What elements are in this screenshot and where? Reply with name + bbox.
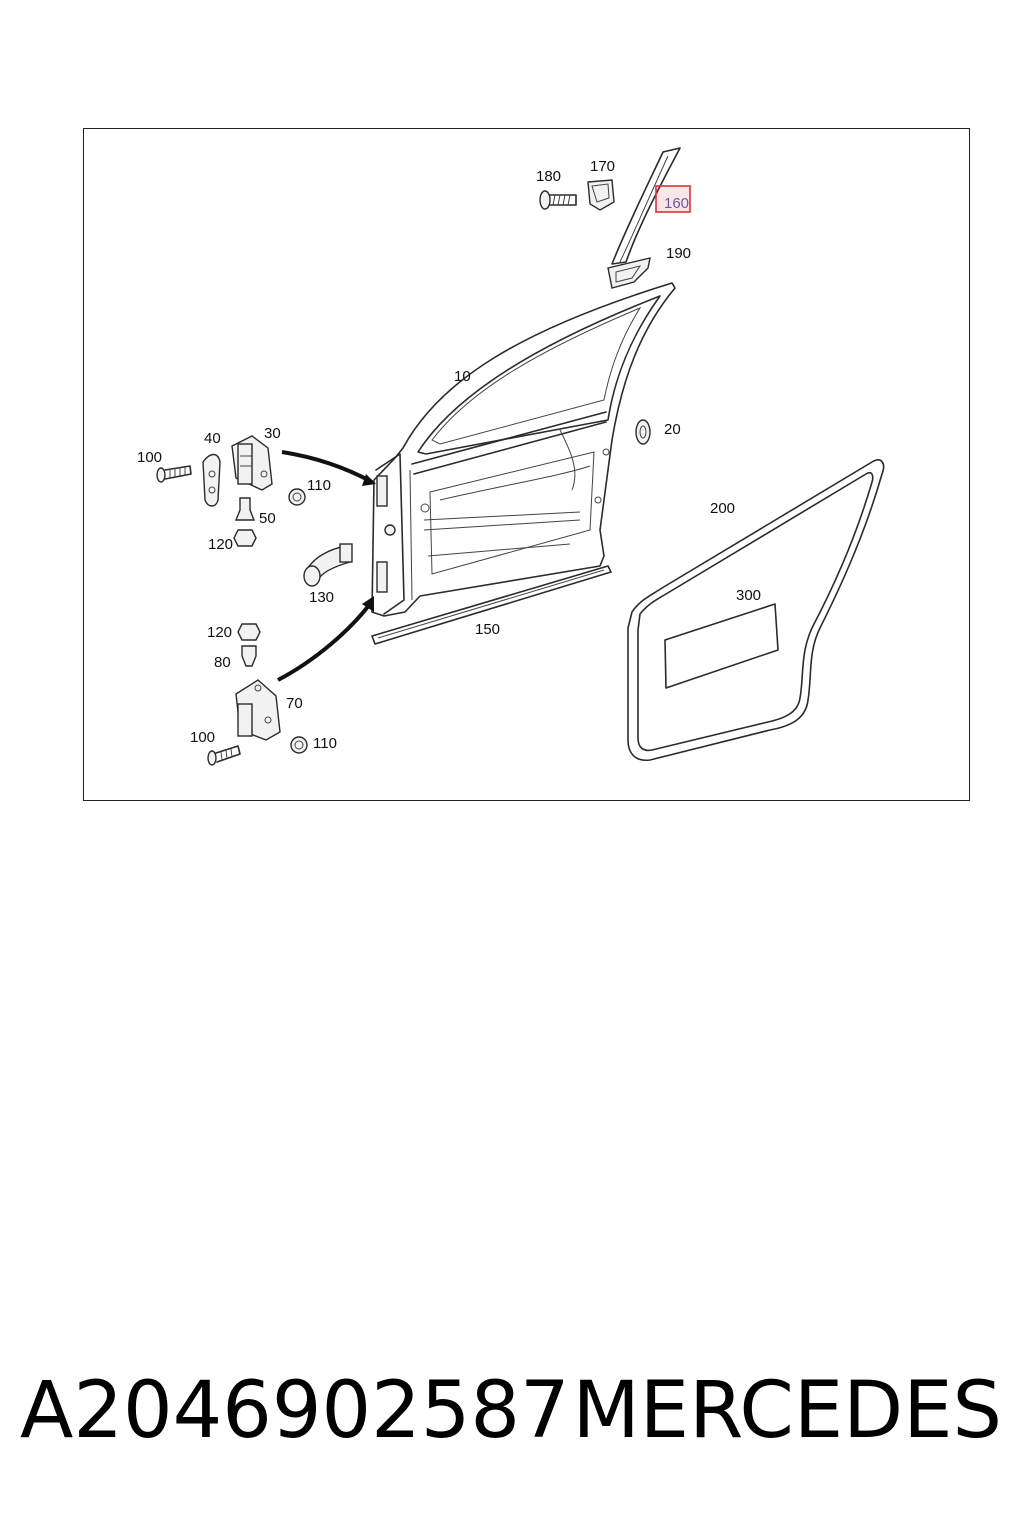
clip-170 bbox=[587, 179, 615, 211]
end-cap-190 bbox=[607, 257, 651, 289]
callout-70: 70 bbox=[286, 695, 303, 712]
arrow-lower bbox=[277, 602, 372, 682]
check-strap-130 bbox=[303, 543, 353, 587]
brand-name: MERCEDES bbox=[572, 1366, 1003, 1456]
callout-120-lower: 120 bbox=[207, 624, 232, 641]
screw-180 bbox=[539, 190, 577, 210]
callout-200: 200 bbox=[710, 500, 735, 517]
sill-strip-150 bbox=[371, 565, 612, 645]
nut-110-upper bbox=[288, 488, 306, 506]
door-shell-10 bbox=[371, 282, 676, 617]
foil-300 bbox=[664, 603, 779, 689]
highlight-box-160 bbox=[655, 185, 691, 213]
door-seal-200 bbox=[627, 459, 885, 762]
callout-110-lower: 110 bbox=[313, 735, 337, 752]
callout-50: 50 bbox=[259, 510, 276, 527]
footer: A2046902587 MERCEDES bbox=[0, 1372, 1024, 1472]
callout-300: 300 bbox=[736, 587, 761, 604]
screw-100-upper bbox=[156, 465, 192, 483]
callout-130: 130 bbox=[309, 589, 334, 606]
callout-100-upper: 100 bbox=[137, 449, 162, 466]
bolt-50 bbox=[234, 497, 256, 521]
callout-160: 160 bbox=[664, 195, 689, 212]
callout-10: 10 bbox=[454, 368, 471, 385]
callout-40: 40 bbox=[204, 430, 221, 447]
callout-120-upper: 120 bbox=[208, 536, 233, 553]
callout-150: 150 bbox=[475, 621, 500, 638]
diagram-frame bbox=[83, 128, 970, 801]
grommet-20 bbox=[635, 419, 651, 445]
hinge-plate-40 bbox=[202, 453, 221, 507]
callout-170: 170 bbox=[590, 158, 615, 175]
callout-20: 20 bbox=[664, 421, 681, 438]
lower-hinge-70 bbox=[235, 679, 281, 741]
bolt-80 bbox=[241, 645, 257, 667]
part-number: A2046902587 bbox=[20, 1366, 570, 1456]
nut-120-lower bbox=[237, 623, 261, 641]
trim-strip-160 bbox=[611, 147, 681, 265]
callout-190: 190 bbox=[666, 245, 691, 262]
screw-100-lower bbox=[207, 745, 241, 766]
nut-120-upper bbox=[233, 529, 257, 547]
callout-100-lower: 100 bbox=[190, 729, 215, 746]
callout-110-upper: 110 bbox=[307, 477, 331, 494]
callout-30: 30 bbox=[264, 425, 281, 442]
callout-180: 180 bbox=[536, 168, 561, 185]
callout-80: 80 bbox=[214, 654, 231, 671]
nut-110-lower bbox=[290, 736, 308, 754]
upper-hinge-30 bbox=[231, 435, 273, 491]
